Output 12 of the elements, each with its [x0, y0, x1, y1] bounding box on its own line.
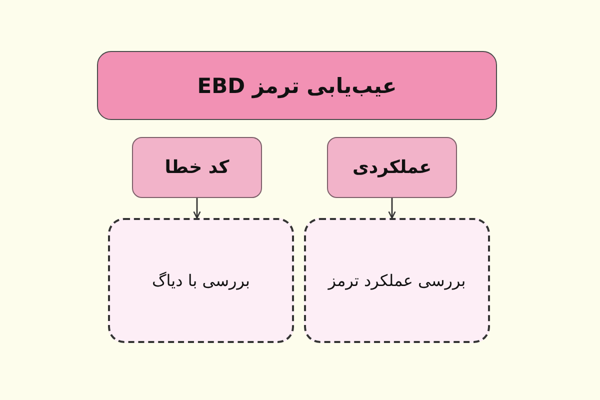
title-text: عیب‌یابی ترمز EBD: [197, 74, 397, 98]
box-label: بررسی با دیاگ: [152, 271, 250, 290]
category-box: [132, 137, 262, 198]
arrow: [388, 198, 396, 219]
arrow: [193, 198, 201, 219]
title-box: [97, 51, 497, 120]
box-label: کد خطا: [164, 157, 230, 178]
step-box: [108, 218, 294, 343]
box-label: عملکردی: [352, 157, 432, 178]
category-box: [327, 137, 457, 198]
box-label: بررسی عملکرد ترمز: [328, 271, 466, 290]
step-box: [304, 218, 490, 343]
